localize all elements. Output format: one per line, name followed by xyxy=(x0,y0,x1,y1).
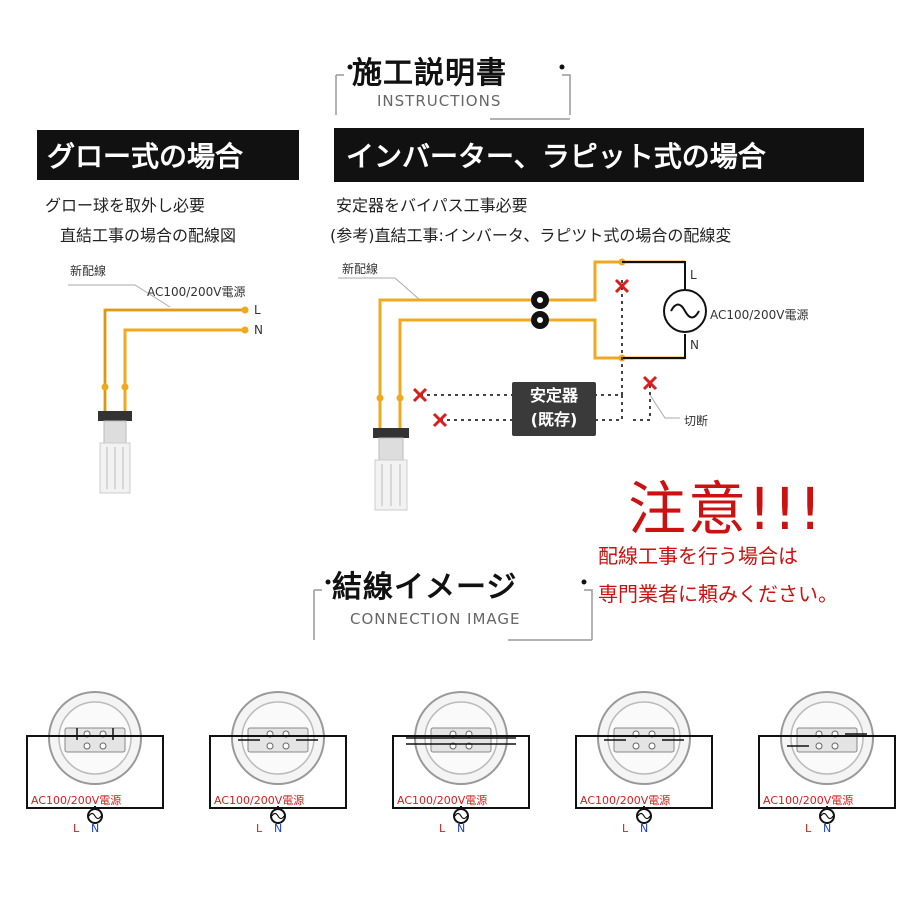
glow-note-2: 直結工事の場合の配線図 xyxy=(60,226,237,245)
header-frame xyxy=(335,64,571,120)
diagram-L-label: L xyxy=(73,822,80,835)
lamp-circuit-icon xyxy=(392,691,530,824)
diagram-N-label: N xyxy=(640,822,649,835)
connection-subtitle: CONNECTION IMAGE xyxy=(350,610,521,628)
diagram-N-label: N xyxy=(823,822,832,835)
lamp-circuit-icon xyxy=(758,691,896,824)
warning-title: 注意!!! xyxy=(628,475,824,543)
page-title: 施工説明書 xyxy=(352,56,507,91)
glow-L-label: L xyxy=(254,303,261,317)
diagram-L-label: L xyxy=(805,822,812,835)
inverter-note-1: 安定器をバイパス工事必要 xyxy=(336,196,528,215)
page-subtitle: INSTRUCTIONS xyxy=(377,92,502,110)
warning-line-2: 専門業者に頼みください。 xyxy=(598,582,838,606)
glow-wiring-diagram xyxy=(68,284,249,494)
diagram-N-label: N xyxy=(457,822,466,835)
inverter-N-label: N xyxy=(690,338,699,352)
inverter-section-bar: インバーター、ラピット式の場合 xyxy=(334,128,864,182)
connection-title: 結線イメージ xyxy=(332,570,518,605)
inverter-power-label: AC100/200V電源 xyxy=(710,308,809,322)
diagram-L-label: L xyxy=(256,822,263,835)
diagram-power-label: AC100/200V電源 xyxy=(580,794,671,807)
stabilizer-box: 安定器 (既存) xyxy=(512,382,596,436)
lamp-circuit-icon xyxy=(209,691,347,824)
inverter-L-label: L xyxy=(690,268,697,282)
ac-power-source-icon xyxy=(663,289,707,333)
diagram-N-label: N xyxy=(91,822,100,835)
diagram-power-label: AC100/200V電源 xyxy=(397,794,488,807)
stabilizer-line-1: 安定器 xyxy=(529,386,578,405)
diagram-N-label: N xyxy=(274,822,283,835)
diagram-L-label: L xyxy=(622,822,629,835)
inverter-note-2: (参考)直結工事:インバータ、ラピツト式の場合の配線変 xyxy=(330,226,732,245)
lamp-circuit-icon xyxy=(26,691,164,824)
glow-section-bar: グロー式の場合 xyxy=(37,130,299,180)
glow-N-label: N xyxy=(254,323,263,337)
diagram-L-label: L xyxy=(439,822,446,835)
diagram-power-label: AC100/200V電源 xyxy=(763,794,854,807)
inverter-wire-label: 新配線 xyxy=(342,262,379,276)
glow-power-label: AC100/200V電源 xyxy=(147,285,246,299)
lamp-circuit-icon xyxy=(575,691,713,824)
cut-label: 切断 xyxy=(684,414,709,428)
warning-line-1: 配線工事を行う場合は xyxy=(598,544,798,568)
diagram-power-label: AC100/200V電源 xyxy=(31,794,122,807)
stabilizer-line-2: (既存) xyxy=(530,410,578,429)
glow-wire-label: 新配線 xyxy=(70,264,107,278)
connection-header-frame xyxy=(313,579,593,641)
diagram-power-label: AC100/200V電源 xyxy=(214,794,305,807)
glow-note-1: グロー球を取外し必要 xyxy=(45,196,206,215)
